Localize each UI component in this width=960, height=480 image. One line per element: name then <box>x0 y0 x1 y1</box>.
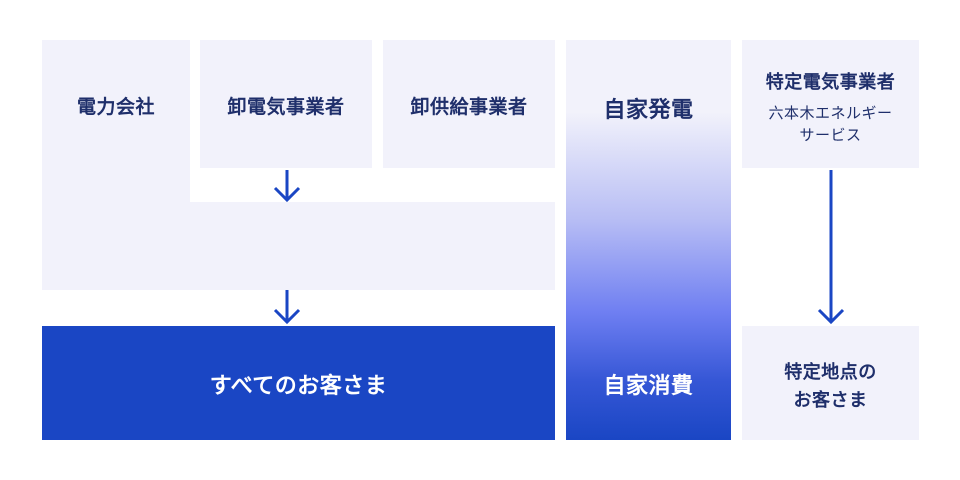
arrow-down-icon <box>273 170 301 203</box>
wholesale-supply-label: 卸供給事業者 <box>410 96 528 118</box>
merge-band <box>190 202 555 290</box>
self-generation-column: 自家発電 自家消費 <box>566 40 731 440</box>
wholesale-supply-box: 卸供給事業者 <box>383 40 555 168</box>
self-generation-label: 自家発電 <box>603 98 694 123</box>
power-company-label: 電力会社 <box>76 96 155 118</box>
arrow-down-icon <box>273 290 301 325</box>
provider-name-line1: 六本木エネルギー <box>768 104 893 122</box>
power-company-box <box>42 40 190 290</box>
specified-electric-label: 特定電気事業者 <box>765 72 896 93</box>
self-consumption-label: 自家消費 <box>603 374 694 399</box>
specified-customers-line2: お客さま <box>793 390 868 411</box>
wholesale-electric-label: 卸電気事業者 <box>227 96 345 118</box>
arrow-down-icon <box>817 170 845 325</box>
specified-customers-line1: 特定地点の <box>784 362 877 383</box>
all-customers-label: すべてのお客さま <box>209 374 388 399</box>
wholesale-electric-box: 卸電気事業者 <box>200 40 372 168</box>
provider-name-line2: サービス <box>799 126 862 144</box>
all-customers-box: すべてのお客さま <box>42 326 555 440</box>
specified-electric-box: 特定電気事業者 六本木エネルギー サービス <box>742 40 919 168</box>
specified-customers-box: 特定地点の お客さま <box>742 326 919 440</box>
